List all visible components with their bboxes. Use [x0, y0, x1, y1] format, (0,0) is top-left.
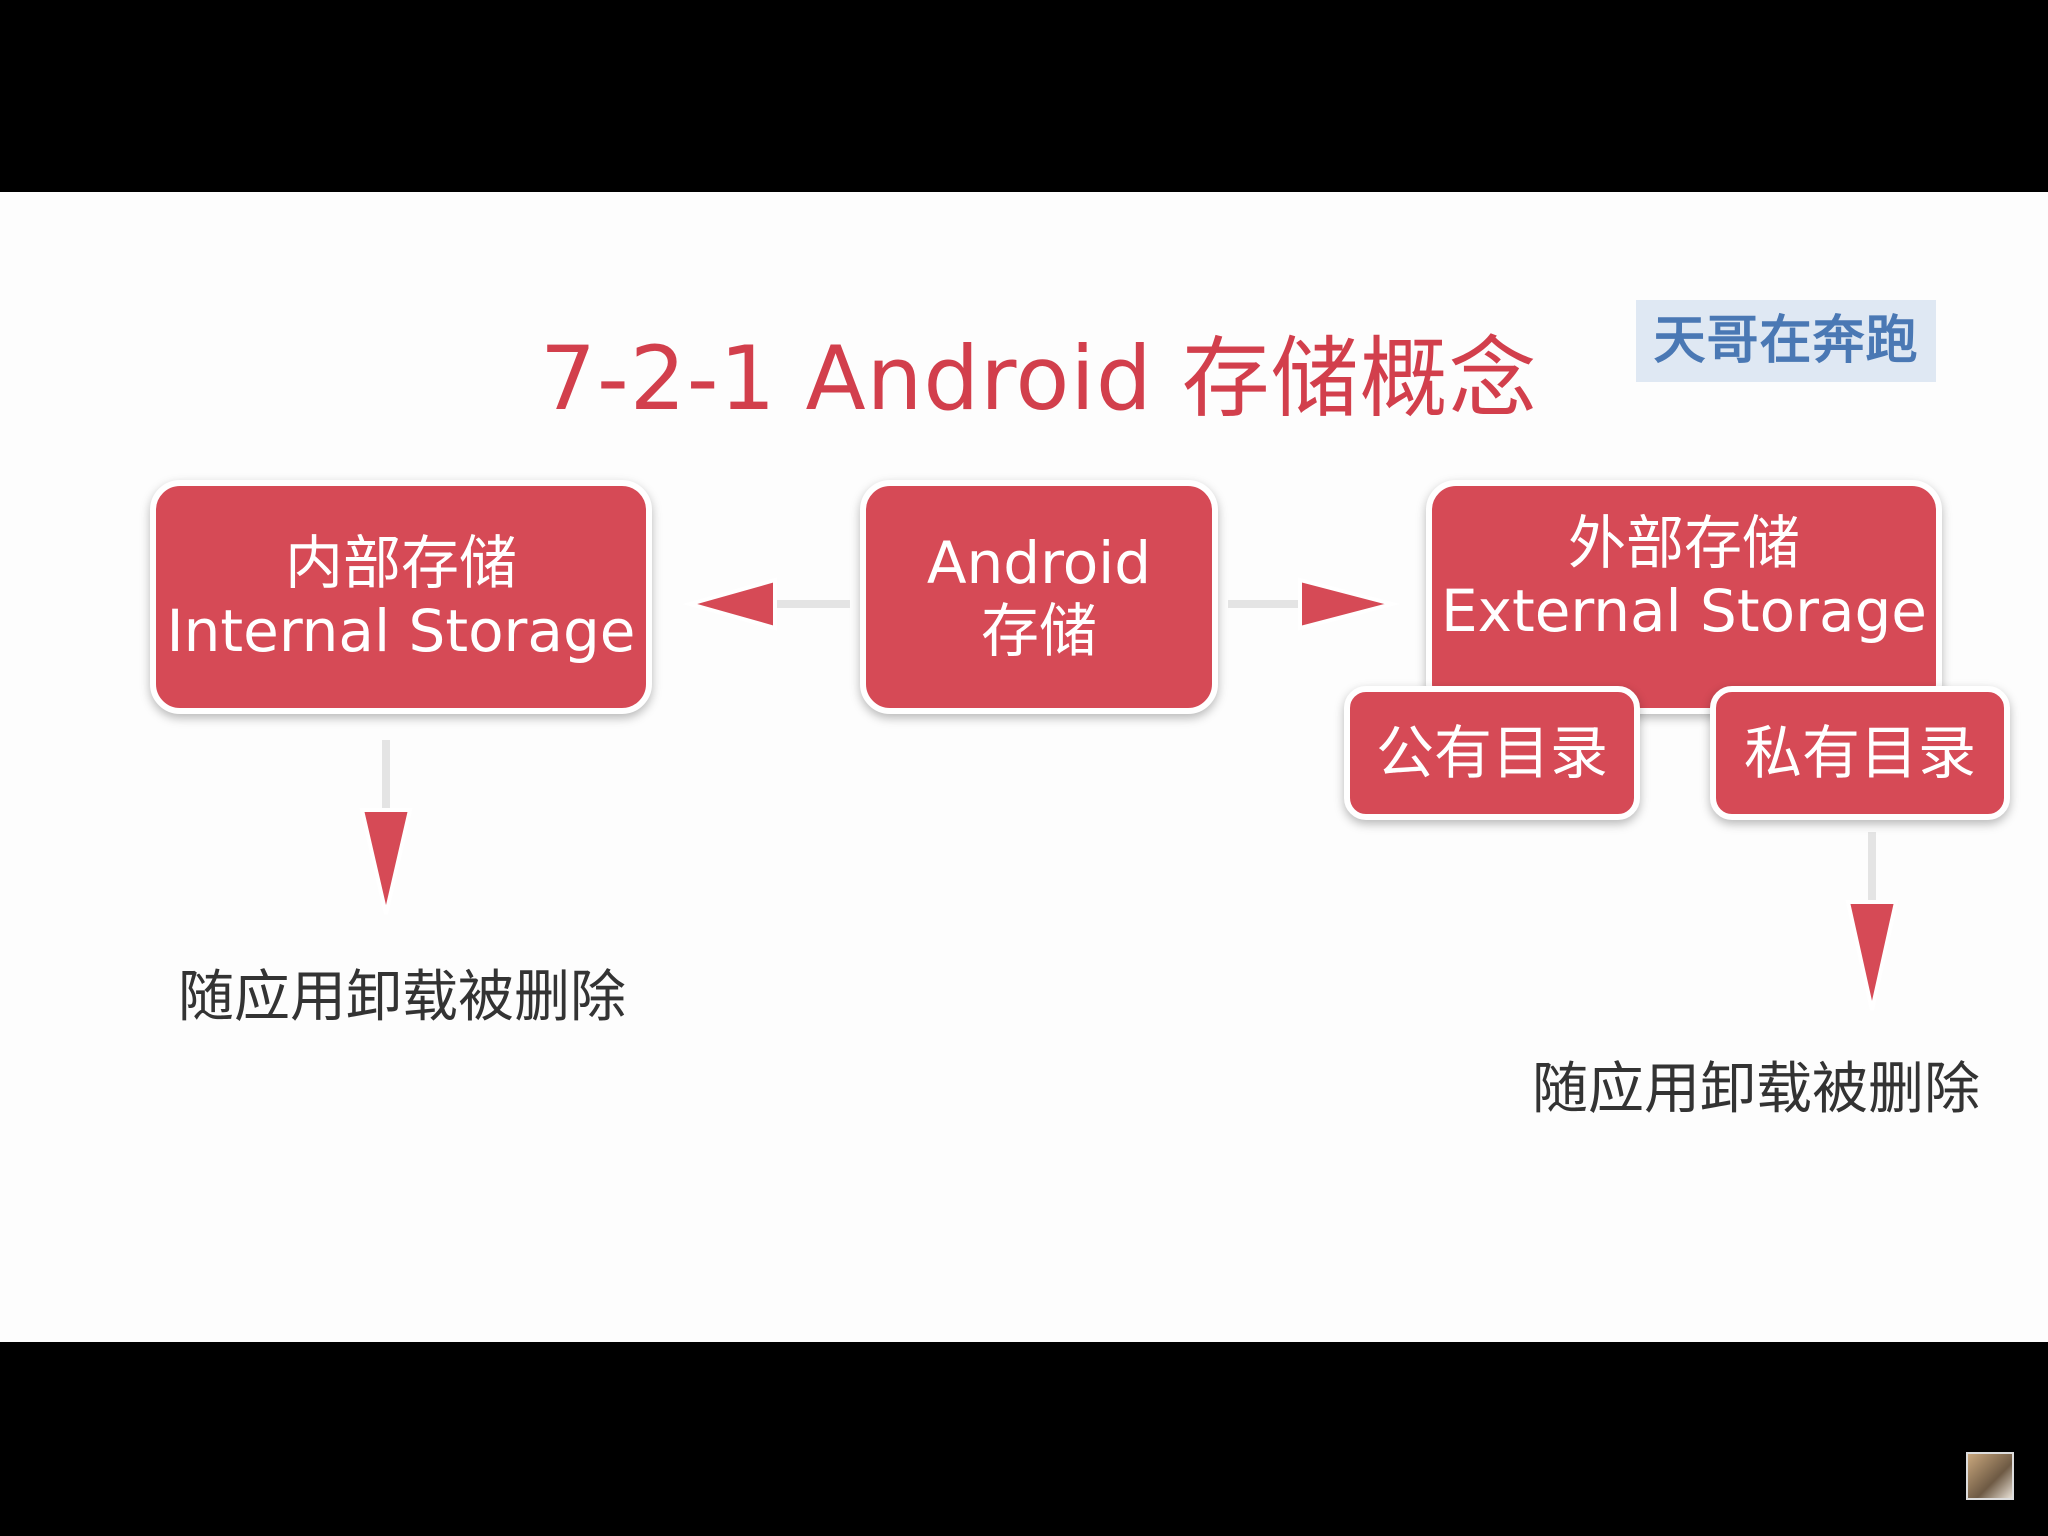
arrow-internal-to-note: [359, 740, 413, 915]
slide: 7-2-1 Android 存储概念 天哥在奔跑: [0, 192, 2048, 1342]
watermark-logo: 天哥在奔跑: [1636, 300, 1936, 382]
external-storage-node: 外部存储 External Storage: [1426, 480, 1942, 714]
external-storage-title: 外部存储: [1567, 509, 1800, 577]
internal-storage-node: 内部存储 Internal Storage: [150, 480, 652, 714]
internal-storage-note: 随应用卸载被删除: [178, 965, 626, 1030]
private-directory-note: 随应用卸载被删除: [1532, 1057, 1980, 1122]
public-directory-label: 公有目录: [1375, 719, 1608, 787]
connector-layer: [359, 577, 1899, 1011]
internal-storage-title: 内部存储: [284, 529, 517, 597]
android-storage-subtitle: 存储: [980, 597, 1097, 665]
private-directory-node: 私有目录: [1710, 686, 2010, 820]
public-directory-node: 公有目录: [1344, 686, 1640, 820]
private-directory-label: 私有目录: [1743, 719, 1976, 787]
arrow-private-to-note: [1845, 832, 1899, 1011]
android-storage-title: Android: [926, 529, 1152, 597]
android-storage-node: Android 存储: [860, 480, 1218, 714]
arrow-android-to-internal: [682, 577, 850, 631]
arrow-android-to-external: [1228, 577, 1400, 631]
internal-storage-subtitle: Internal Storage: [166, 597, 636, 665]
avatar: [1966, 1452, 2014, 1500]
external-storage-subtitle: External Storage: [1440, 577, 1927, 645]
slide-title: 7-2-1 Android 存储概念: [540, 327, 1538, 430]
